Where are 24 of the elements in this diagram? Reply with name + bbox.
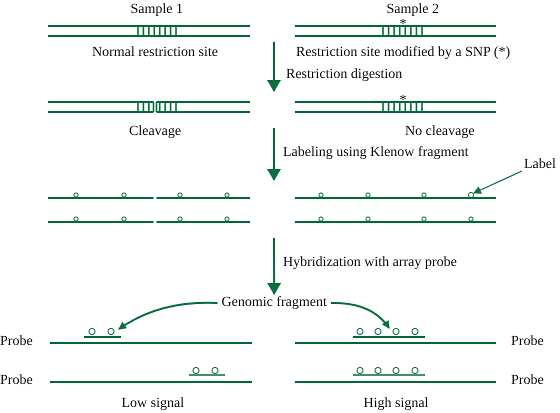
probe-label: Probe: [0, 373, 33, 389]
caption: Restriction site modified by a SNP (*): [296, 45, 510, 61]
snp-asterisk: *: [400, 93, 406, 109]
label-marker: [468, 192, 474, 198]
step-label: Labeling using Klenow fragment: [283, 145, 468, 161]
caption: Low signal: [122, 396, 184, 412]
step-label: Hybridization with array probe: [283, 255, 457, 271]
caption: No cleavage: [405, 124, 475, 140]
process-arrow: [267, 238, 282, 295]
step-label: Restriction digestion: [286, 67, 402, 83]
snp-asterisk: *: [400, 17, 406, 33]
probe-label: Probe: [511, 373, 544, 389]
callout-label: Label: [524, 157, 556, 173]
callout-label: Genomic fragment: [222, 295, 327, 311]
sample-heading: Sample 1: [130, 2, 183, 18]
probe-label: Probe: [0, 334, 33, 350]
leader-line: [473, 170, 522, 194]
curved-arrow: [118, 302, 218, 330]
caption: Cleavage: [129, 124, 182, 140]
sample-heading: Sample 2: [386, 2, 439, 18]
caption: Normal restriction site: [92, 45, 218, 61]
curved-arrow: [330, 302, 390, 329]
probe-label: Probe: [511, 334, 544, 350]
caption: High signal: [364, 396, 428, 412]
